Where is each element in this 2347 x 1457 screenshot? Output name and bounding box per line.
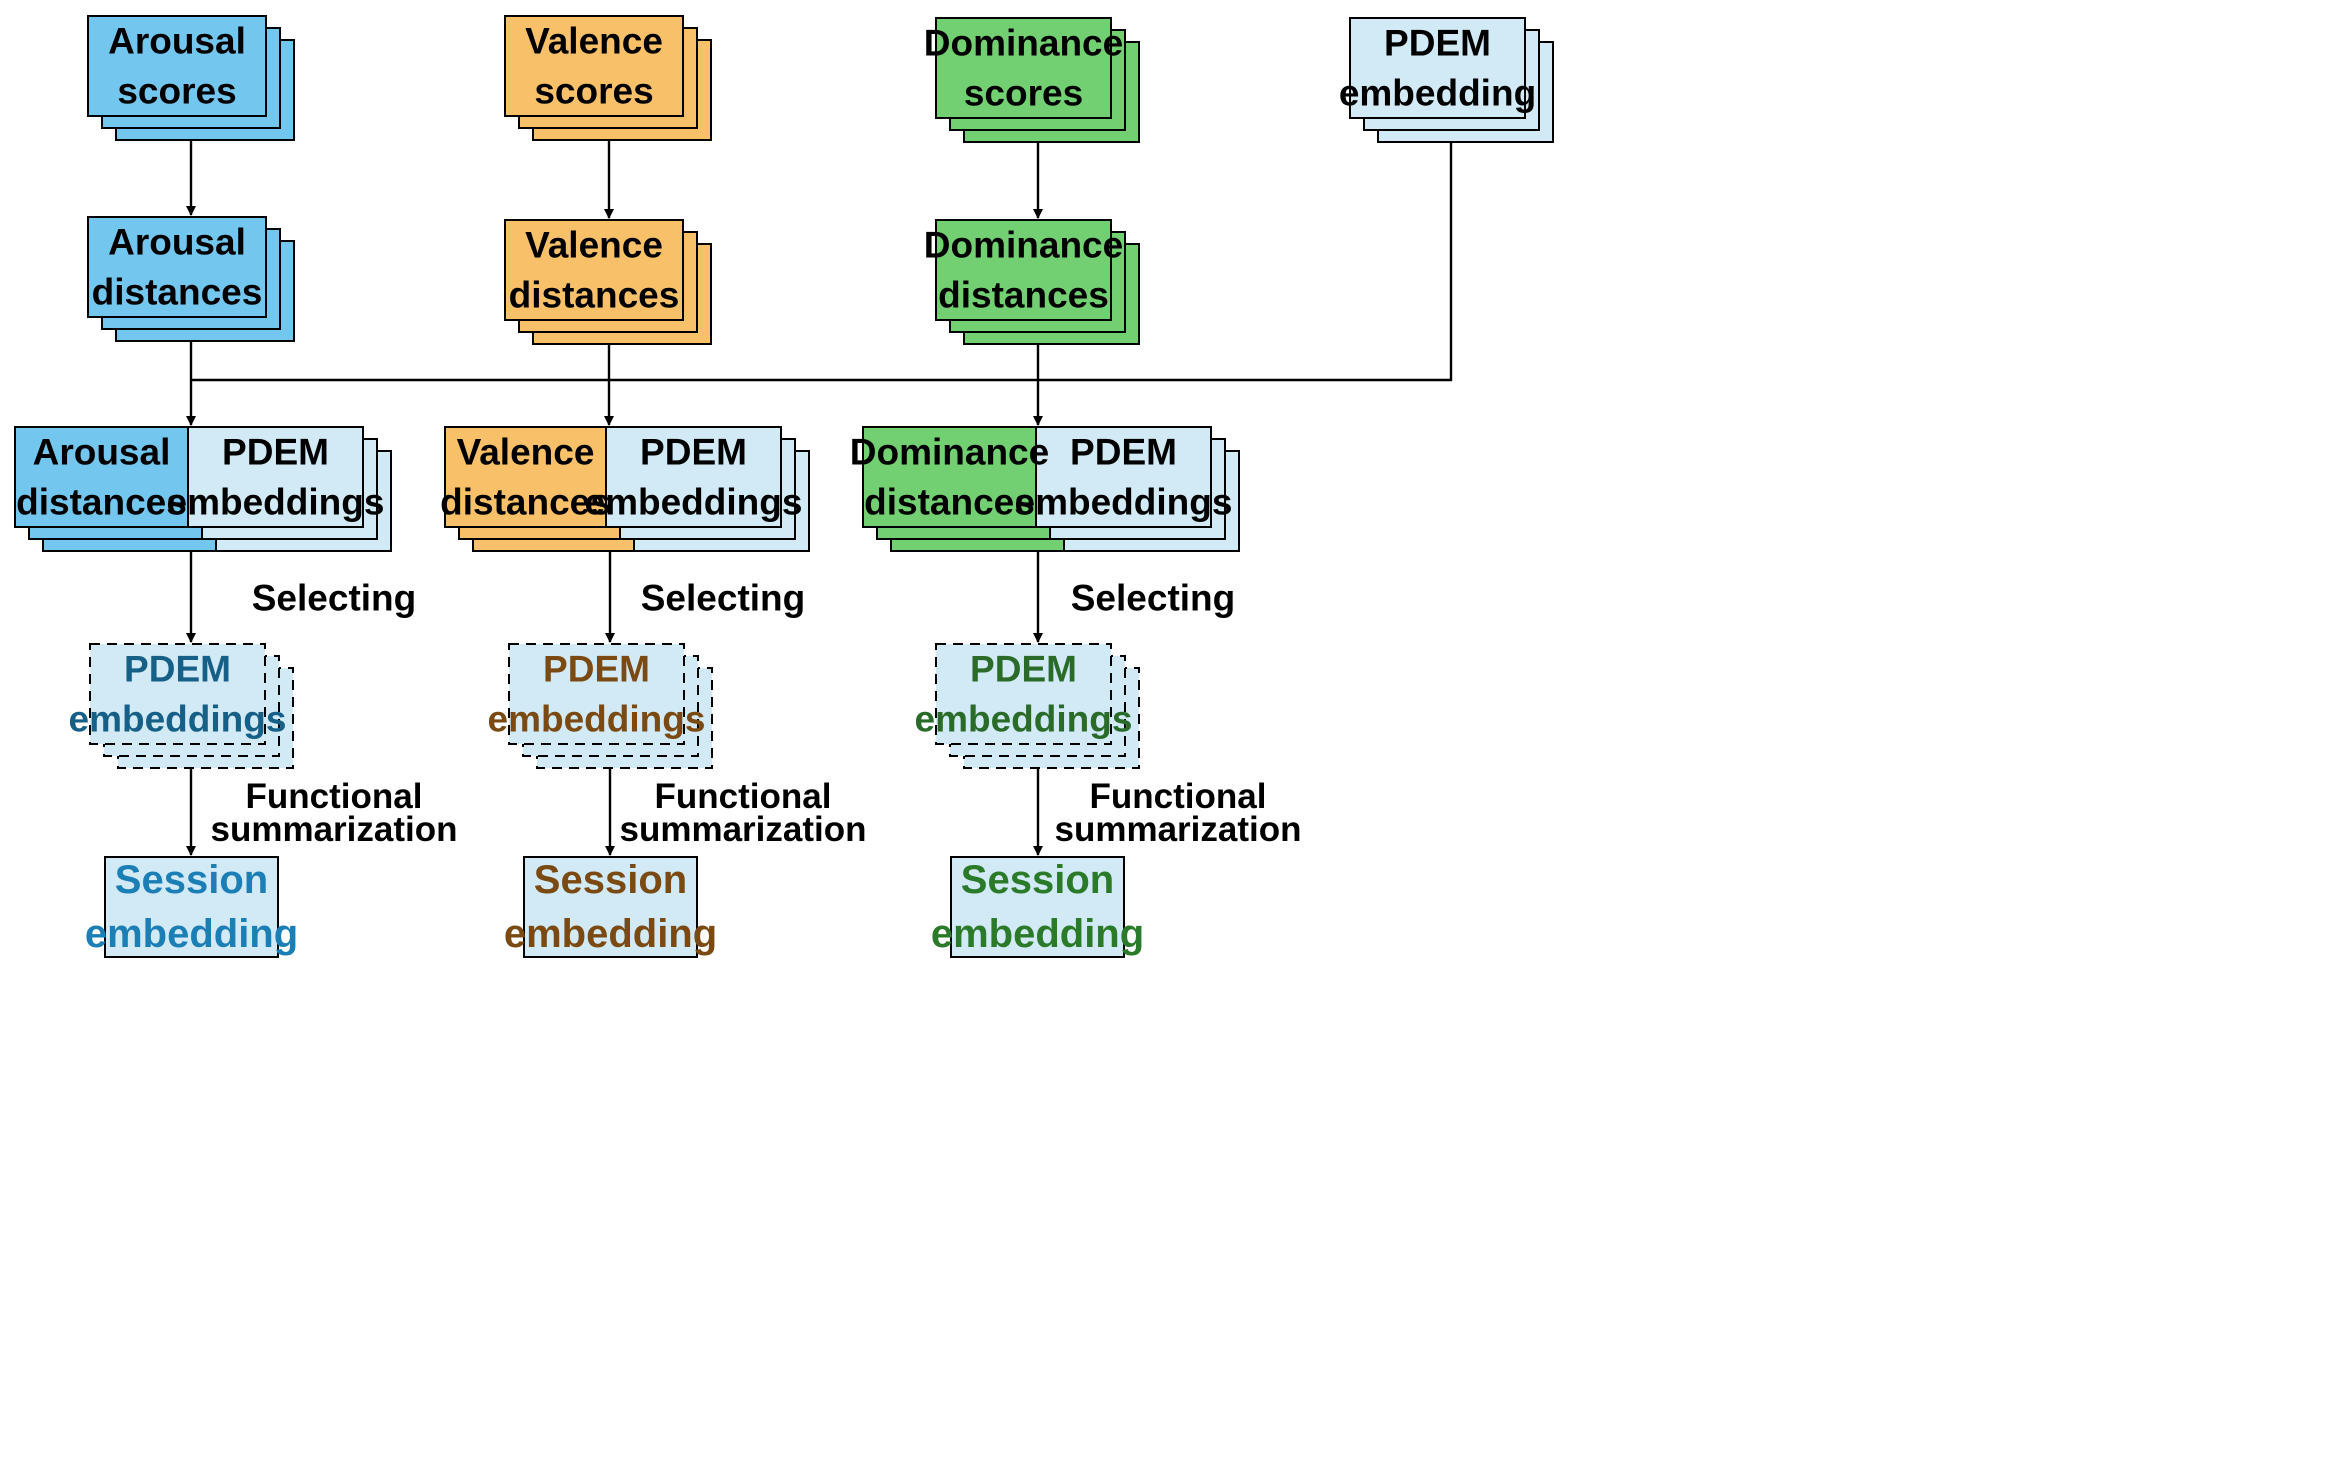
dominance-distances-stack-line-2: distances (938, 275, 1109, 316)
pdem-broadcast-line (191, 143, 1453, 382)
valence-combined-stack-distances-line-1: Valence (457, 432, 595, 473)
arousal-scores-stack: Arousal scores (87, 15, 295, 141)
valence-selected-stack-line-1: PDEM (543, 649, 650, 690)
dominance-combined-stack-distances-line-2: distances (864, 482, 1035, 523)
selecting-label-arousal: Selecting (252, 578, 417, 619)
selecting-label-dominance-line-1: Selecting (1071, 578, 1236, 619)
arousal-scores-stack-line-1: Arousal (108, 21, 246, 62)
valence-session-embedding-line-2: embedding (504, 912, 717, 956)
dominance-distances-stack-line-1: Dominance (924, 225, 1123, 266)
arousal-distances-stack: Arousal distances (87, 216, 295, 342)
selecting-label-valence: Selecting (641, 578, 806, 619)
arousal-session-embedding: Session embedding (85, 856, 298, 958)
dominance-selected-stack-line-1: PDEM (970, 649, 1077, 690)
valence-combined-stack-pdem-line-1: PDEM (640, 432, 747, 473)
selecting-label-valence-line-1: Selecting (641, 578, 806, 619)
arousal-session-embedding-line-1: Session (115, 858, 268, 902)
connector-lines (186, 141, 1453, 856)
valence-session-embedding: Session embedding (504, 856, 717, 958)
dominance-combined-stack-pdem-line-2: embeddings (1015, 482, 1233, 523)
arousal-combined-stack: Arousal distances PDEM embeddings (14, 426, 392, 552)
arousal-scores-stack-line-2: scores (117, 71, 236, 112)
arousal-distances-stack-line-1: Arousal (108, 222, 246, 263)
dominance-session-embedding-line-1: Session (961, 858, 1114, 902)
dominance-scores-stack-line-1: Dominance (924, 23, 1123, 64)
dominance-combined-stack-pdem-line-1: PDEM (1070, 432, 1177, 473)
pdem-embedding-stack-line-2: embedding (1339, 73, 1536, 114)
pdem-embedding-stack: PDEM embedding (1339, 17, 1554, 143)
functional-summarization-label-dominance-line-2: summarization (1055, 810, 1302, 849)
arousal-combined-stack-pdem-line-2: embeddings (167, 482, 385, 523)
selecting-label-arousal-line-1: Selecting (252, 578, 417, 619)
valence-selected-stack: PDEM embeddings (488, 643, 713, 769)
arousal-selected-stack: PDEM embeddings (69, 643, 294, 769)
functional-summarization-label-arousal-line-2: summarization (211, 810, 458, 849)
valence-distances-stack-line-2: distances (509, 275, 680, 316)
valence-session-embedding-line-1: Session (534, 858, 687, 902)
dominance-combined-stack-distances-line-1: Dominance (850, 432, 1049, 473)
selecting-label-dominance: Selecting (1071, 578, 1236, 619)
valence-combined-stack: Valence distances PDEM embeddings (440, 426, 810, 552)
dominance-distances-stack: Dominance distances (924, 219, 1140, 345)
dominance-selected-stack: PDEM embeddings (915, 643, 1140, 769)
functional-summarization-label-valence-line-1: Functional (655, 777, 832, 816)
valence-scores-stack-line-1: Valence (525, 21, 663, 62)
valence-selected-stack-line-2: embeddings (488, 699, 706, 740)
pdem-embedding-stack-line-1: PDEM (1384, 23, 1491, 64)
valence-scores-stack-line-2: scores (534, 71, 653, 112)
functional-summarization-label-valence-line-2: summarization (620, 810, 867, 849)
arousal-combined-stack-distances-line-1: Arousal (33, 432, 171, 473)
dominance-scores-stack-line-2: scores (964, 73, 1083, 114)
valence-scores-stack: Valence scores (504, 15, 712, 141)
arousal-session-embedding-line-2: embedding (85, 912, 298, 956)
arousal-distances-stack-line-2: distances (92, 272, 263, 313)
arousal-selected-stack-line-1: PDEM (124, 649, 231, 690)
dominance-session-embedding-line-2: embedding (931, 912, 1144, 956)
valence-distances-stack-line-1: Valence (525, 225, 663, 266)
dominance-session-embedding: Session embedding (931, 856, 1144, 958)
valence-combined-stack-distances-line-2: distances (440, 482, 611, 523)
valence-distances-stack: Valence distances (504, 219, 712, 345)
functional-summarization-label-arousal-line-1: Functional (246, 777, 423, 816)
diagram-nodes: ArousalscoresValencescoresDominancescore… (14, 15, 1554, 958)
arousal-selected-stack-line-2: embeddings (69, 699, 287, 740)
dominance-scores-stack: Dominance scores (924, 17, 1140, 143)
dominance-selected-stack-line-2: embeddings (915, 699, 1133, 740)
dominance-combined-stack: Dominance distances PDEM embeddings (850, 426, 1240, 552)
arousal-combined-stack-distances-line-2: distances (16, 482, 187, 523)
valence-combined-stack-pdem-line-2: embeddings (585, 482, 803, 523)
arousal-combined-stack-pdem-line-1: PDEM (222, 432, 329, 473)
functional-summarization-label-dominance-line-1: Functional (1090, 777, 1267, 816)
